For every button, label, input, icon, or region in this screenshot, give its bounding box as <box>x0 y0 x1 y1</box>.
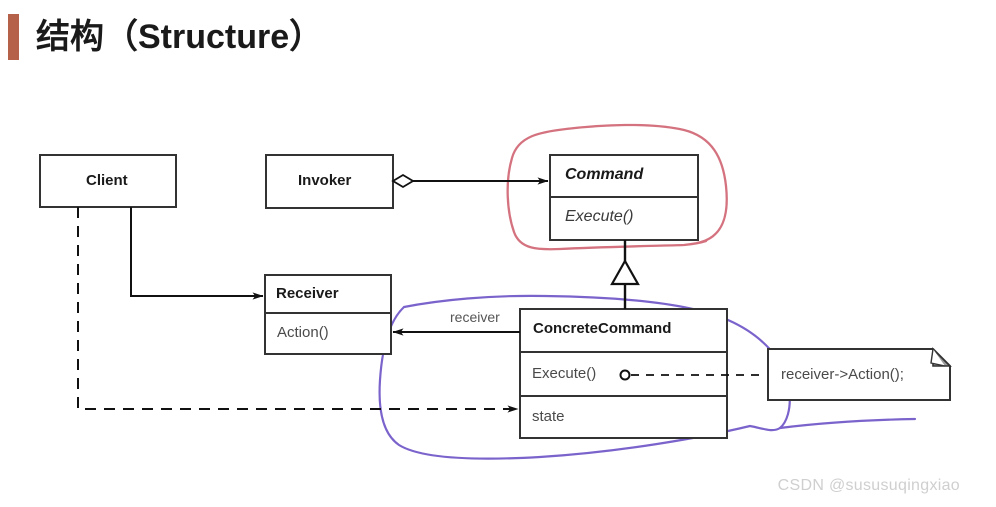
slide-title-row: 结构（Structure） <box>0 10 323 64</box>
title-accent-bar <box>8 14 19 60</box>
aggregation-diamond-icon <box>391 173 415 189</box>
edge-execute-note <box>619 369 766 381</box>
csdn-watermark: CSDN @sususuqingxiao <box>777 477 960 494</box>
edge-client-concretecommand <box>77 207 519 413</box>
uml-class-client[interactable] <box>39 154 177 208</box>
annotation-red-lasso <box>506 123 728 251</box>
uml-class-invoker[interactable] <box>265 154 394 209</box>
uml-note-receiver-action[interactable] <box>767 347 952 401</box>
generalization-triangle-icon <box>610 258 640 286</box>
page-title: 结构（Structure） <box>36 18 324 56</box>
edge-concretecommand-command <box>610 240 640 309</box>
uml-class-concretecommand[interactable] <box>519 308 728 439</box>
edge-client-receiver <box>130 207 264 300</box>
uml-class-command[interactable] <box>549 154 699 241</box>
note-anchor-circle-icon <box>619 369 631 381</box>
annotation-purple-lasso <box>378 294 917 460</box>
edge-invoker-command <box>391 173 549 189</box>
uml-class-receiver[interactable] <box>264 274 392 355</box>
